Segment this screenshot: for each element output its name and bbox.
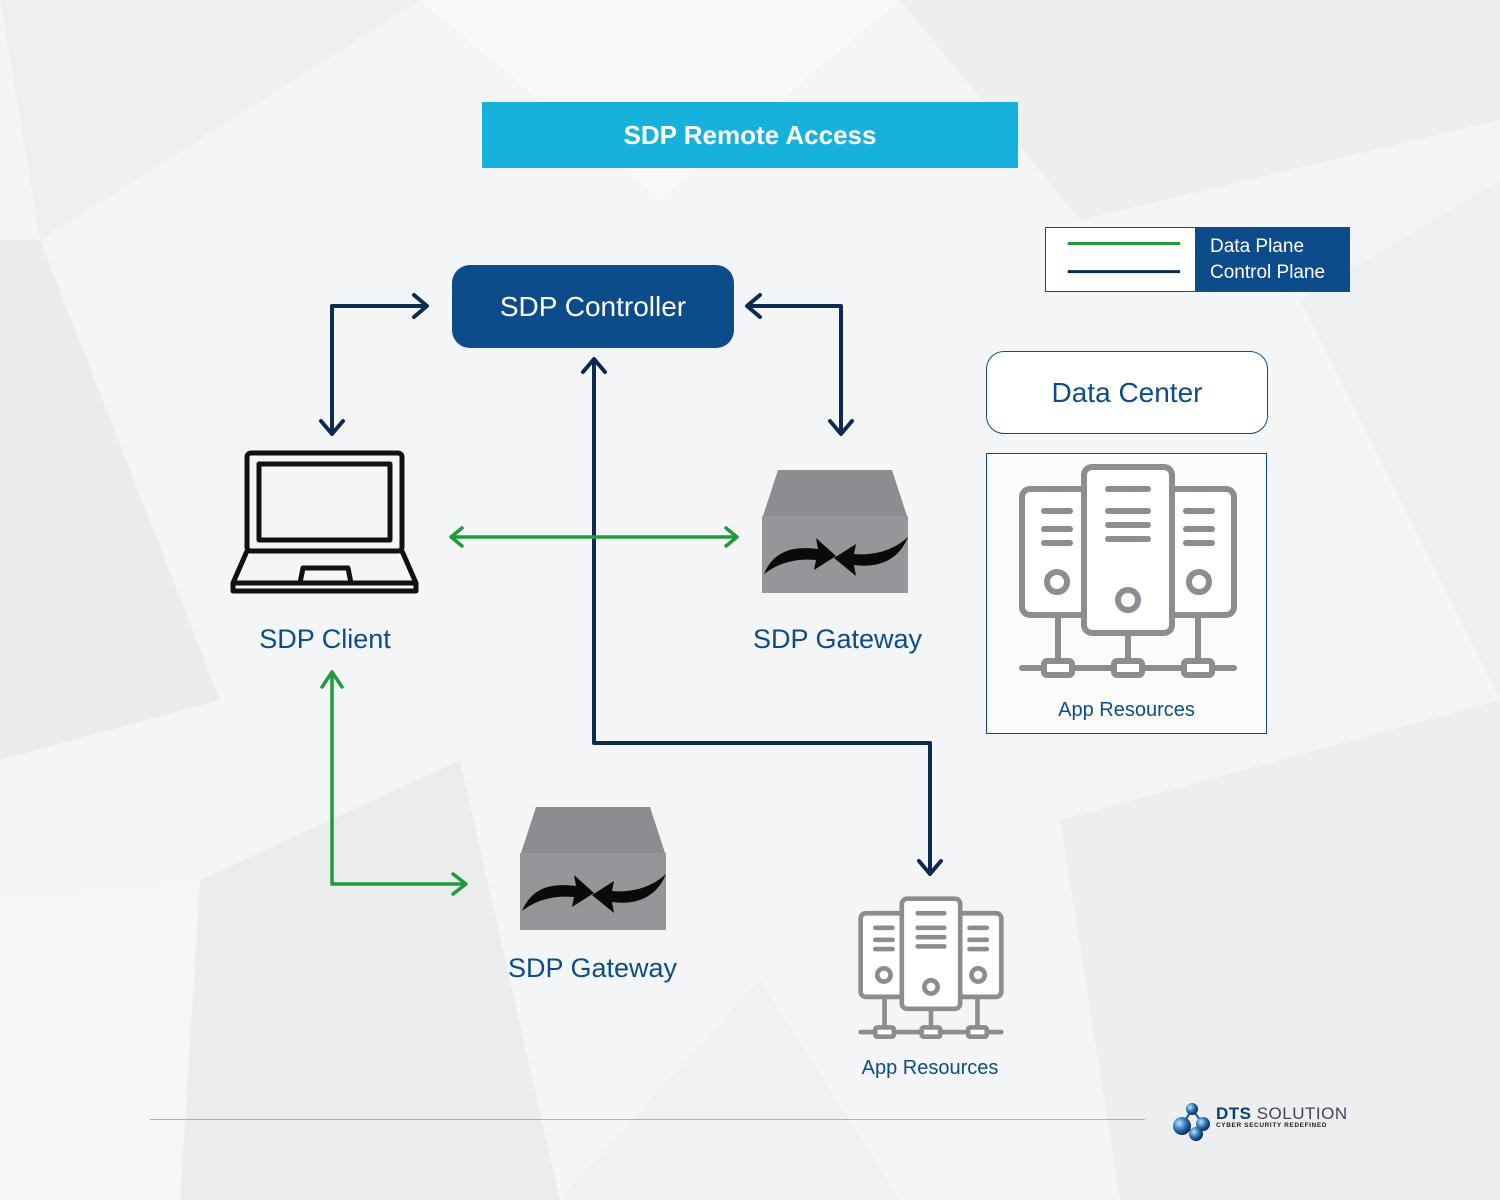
server-rack-icon [858,896,1004,1040]
laptop-icon [230,450,419,594]
legend: Data Plane Control Plane [1045,227,1350,292]
company-logo: DTS SOLUTION CYBER SECURITY REDEFINED [1170,1100,1355,1142]
sdp-gateway-top-label: SDP Gateway [752,624,923,654]
logo-name-b: SOLUTION [1251,1104,1348,1123]
control-link-client-controller [330,304,428,434]
logo-tagline: CYBER SECURITY REDEFINED [1216,1122,1328,1129]
diagram-title: SDP Remote Access [482,102,1018,168]
legend-data-plane-label: Data Plane [1210,236,1305,257]
footer-divider [150,1119,1145,1120]
data-center-title: Data Center [986,351,1268,434]
logo-wordmark: DTS SOLUTION [1216,1104,1348,1124]
app-resources-bottom-label: App Resources [861,1057,999,1079]
molecule-logo-icon [1173,1103,1210,1141]
legend-control-plane-label: Control Plane [1210,262,1326,283]
control-link-controller-app-resources [592,358,932,874]
data-link-client-gateway-bottom [330,672,467,886]
sdp-controller-node: SDP Controller [452,265,734,348]
sdp-client-label: SDP Client [259,624,391,654]
control-link-controller-gateway [746,304,843,434]
data-center-box: App Resources [986,453,1267,734]
gateway-icon [520,807,666,930]
app-resources-dc-label: App Resources [1058,699,1195,721]
server-rack-icon [1019,464,1237,678]
logo-name-a: DTS [1216,1104,1252,1123]
legend-swatches [1067,242,1181,274]
legend-labels: Data Plane Control Plane [1195,228,1349,291]
sdp-gateway-bottom-label: SDP Gateway [507,953,678,983]
gateway-icon [762,470,908,593]
